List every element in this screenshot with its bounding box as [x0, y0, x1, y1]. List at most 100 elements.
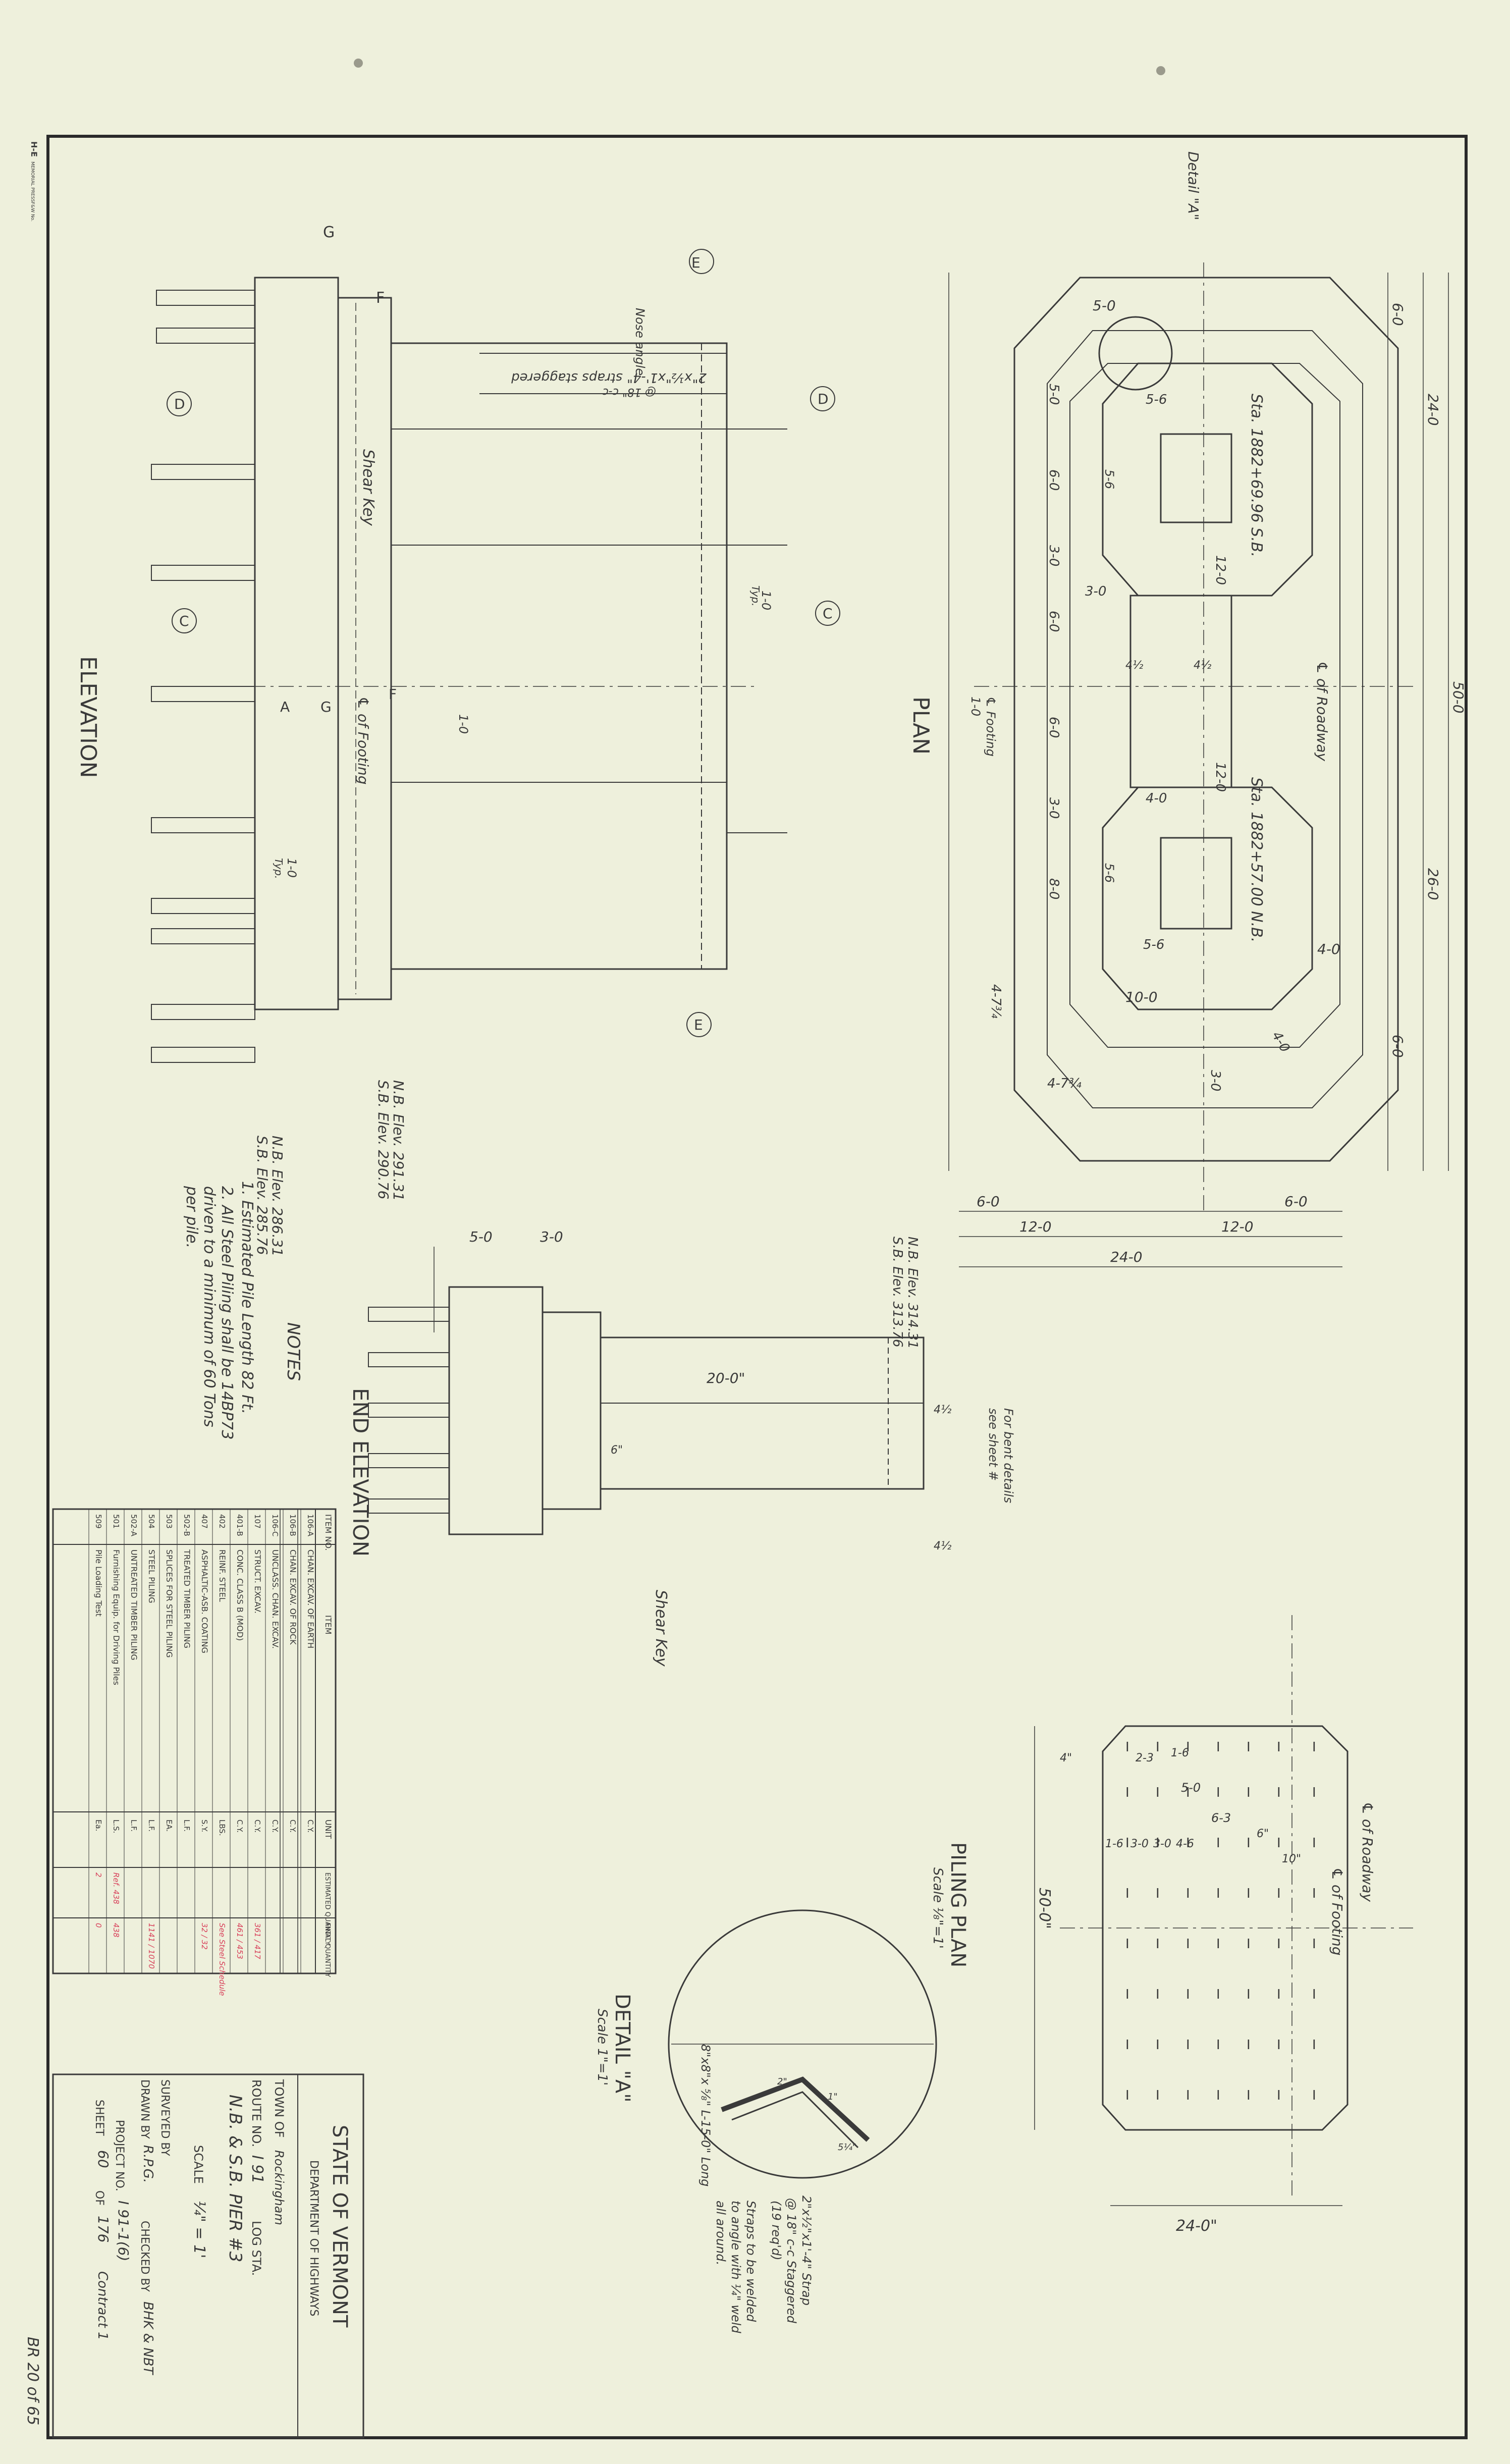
pile-mark: I: [1277, 1836, 1281, 1851]
piling-dim: 1-6: [1171, 1747, 1189, 1759]
section-label: C: [823, 605, 833, 622]
table-cell: S.Y.: [200, 1819, 209, 1832]
pile-mark: I: [1247, 2038, 1251, 2053]
dim-text: 24-0: [1110, 1249, 1143, 1265]
dim-text: 24-0: [1425, 394, 1441, 426]
dim-text: 4-7¾: [1047, 1076, 1082, 1091]
table-cell: 407: [200, 1514, 209, 1529]
pile-mark: I: [1312, 1785, 1316, 1800]
table-cell: C.Y.: [235, 1819, 244, 1833]
table-cell: 106-A: [306, 1514, 315, 1537]
piling-dim: 3-0: [1153, 1838, 1171, 1850]
plan-column-sb-core: [1160, 433, 1232, 523]
dim-text: 6-0: [1046, 717, 1061, 738]
section-label: F: [389, 686, 397, 703]
pile-mark: I: [1186, 1987, 1190, 2002]
table-cell: 438: [112, 1923, 121, 1938]
elev-dim-text: Typ.: [273, 858, 285, 879]
pile-mark: I: [1125, 1740, 1129, 1755]
dim-text: 8-0: [1046, 878, 1061, 899]
note-line: driven to a minimum of 60 Tons: [200, 1186, 218, 1427]
section-label: G: [323, 224, 335, 241]
pile-mark: I: [1186, 2038, 1190, 2053]
detail-a-dim: 1": [828, 2092, 838, 2102]
pile-mark: I: [1156, 2038, 1160, 2053]
elev-dim-text: Typ.: [749, 585, 762, 606]
table-cell: REINF. STEEL: [218, 1549, 227, 1602]
pile-mark: I: [1247, 1886, 1251, 1901]
pile-mark: I: [1216, 1836, 1220, 1851]
piling-plan-outline: [1102, 1725, 1349, 2131]
dim-text: 5-6: [1102, 863, 1116, 883]
shear-key-label: Shear Key: [359, 449, 377, 526]
title-of: 176: [95, 2216, 112, 2242]
dim-text: 5-6: [1146, 392, 1167, 407]
dim-text: 26-0: [1425, 868, 1441, 900]
table-cell: L.F.: [147, 1819, 156, 1832]
piling-roadway-cl: ℄ of Roadway: [1359, 1802, 1376, 1902]
dim-text: 6-0: [1046, 611, 1061, 632]
end-elevation-labels: END ELEVATION N.B. Elev. 314.31 S.B. Ele…: [348, 1228, 1015, 1667]
section-label: D: [818, 391, 829, 407]
pile-mark: I: [1216, 1987, 1220, 2002]
pile-mark: I: [1125, 2038, 1129, 2053]
pile-mark: I: [1125, 1836, 1129, 1851]
table-cell: Pile Loading Test: [94, 1549, 103, 1617]
piling-dim: 3-0: [1130, 1838, 1149, 1850]
detail-a-title: DETAIL "A": [611, 1994, 634, 2103]
svg-text:SHEET: SHEET: [93, 2100, 105, 2136]
station-sb: Sta. 1882+69.96 S.B.: [1248, 394, 1265, 557]
end-elev-dim: 3-0: [540, 1228, 563, 1245]
pile-mark: I: [1125, 2088, 1129, 2103]
pile-mark: I: [1125, 1785, 1129, 1800]
dim-text: 4½: [1125, 659, 1143, 672]
detail-a-scale: Scale 1"=1': [595, 2009, 610, 2085]
title-state: STATE OF VERMONT: [328, 2125, 351, 2328]
dim-text: 6-0: [1389, 303, 1406, 326]
piling-dim: 50-0": [1036, 1888, 1053, 1929]
elevation-view: [151, 277, 787, 1063]
elev-bot-nb: N.B. Elev. 286.31: [269, 1136, 286, 1257]
svg-text:ESTIMATED QUANTITY: ESTIMATED QUANTITY: [323, 1872, 331, 1945]
elevation-footing: [254, 277, 339, 1010]
plan-labels: PLAN Detail "A" Sta. 1882+69.96 S.B. Sta…: [908, 151, 1467, 1265]
table-cell: 402: [218, 1514, 227, 1529]
elevation-pier-body: [390, 342, 728, 970]
notes-title: NOTES: [283, 1322, 303, 1381]
pile-mark: I: [1312, 2088, 1316, 2103]
dim-text: 5-0: [1046, 384, 1061, 405]
piling-dim: 10": [1282, 1853, 1301, 1865]
pile-mark: I: [1186, 1886, 1190, 1901]
title-scale: ¼" = 1': [190, 2201, 208, 2258]
plan-column-sb: [1102, 362, 1313, 597]
pile-mark: I: [1277, 1937, 1281, 1952]
end-elev-nb: N.B. Elev. 314.31: [905, 1237, 920, 1349]
detail-a-dim: 2": [777, 2076, 787, 2087]
svg-text:FINAL QUANTITY: FINAL QUANTITY: [323, 1923, 331, 1977]
pile-mark: I: [1216, 1886, 1220, 1901]
end-elev-sb: S.B. Elev. 313.76: [890, 1237, 905, 1348]
elev-dim-text: 1-0: [456, 714, 470, 734]
piling-dim: 24-0": [1176, 2217, 1217, 2235]
title-town: Rockingham: [272, 2150, 286, 2225]
table-cell: CHAN. EXCAV. OF EARTH: [306, 1549, 315, 1648]
pile-mark: I: [1216, 2088, 1220, 2103]
table-cell: CONC. CLASS B (MOD): [235, 1549, 245, 1641]
title-drawn: R.P.G.: [140, 2145, 155, 2183]
notes-block: NOTES 1. Estimated Pile Length 82 Ft. 2.…: [183, 1181, 303, 1439]
pile-mark: I: [1277, 1987, 1281, 2002]
plan-column-nb-core: [1160, 837, 1232, 930]
section-label: G: [320, 699, 332, 715]
table-cell: 32 / 32: [200, 1923, 209, 1950]
piling-dim: 4": [1060, 1752, 1072, 1764]
table-cell: SPLICES FOR STEEL PILING: [165, 1549, 174, 1657]
pile-mark: I: [1277, 1785, 1281, 1800]
nose-angle-label: Nose angle: [633, 308, 647, 376]
piling-dim: 6-3: [1211, 1811, 1231, 1825]
table-cell: 1141 / 1070: [147, 1923, 156, 1969]
dim-text: 3-0: [1046, 797, 1061, 819]
pile-mark: I: [1186, 2088, 1190, 2103]
table-cell: UNTREATED TIMBER PILING: [129, 1549, 139, 1660]
quantity-table: [52, 1508, 337, 1974]
piling-dim: 1-6: [1105, 1838, 1123, 1850]
